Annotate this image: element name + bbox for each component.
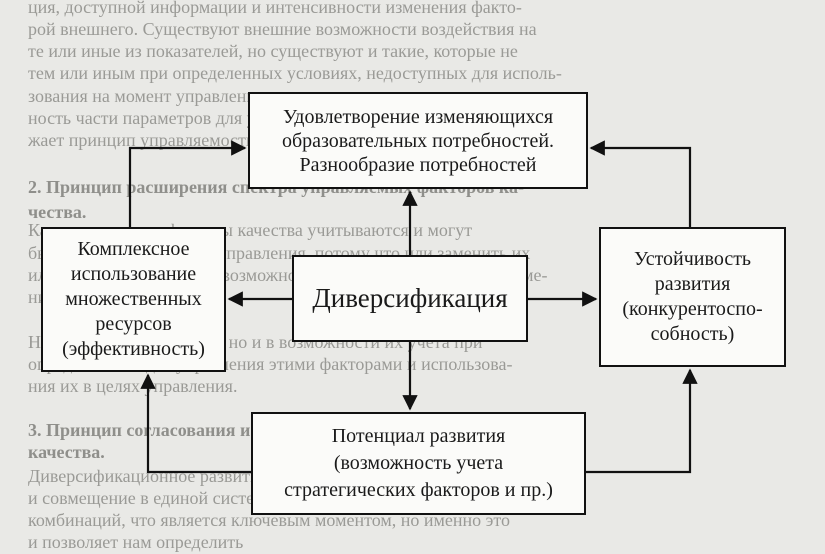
box-text-line: Потенциал развития bbox=[331, 425, 506, 447]
box-educational-needs: Удовлетворение изменяющихся образователь… bbox=[248, 92, 588, 189]
box-diversification: Диверсификация bbox=[292, 255, 528, 342]
box-resource-use: Комплексное использование множественных … bbox=[41, 227, 226, 372]
box-text-line: (возможность учета bbox=[333, 452, 504, 474]
box-text-line: развития bbox=[654, 273, 731, 295]
box-sustainability: Устойчивость развития (конкурентоспо- со… bbox=[599, 227, 786, 367]
box-text-line: ресурсов bbox=[95, 313, 172, 335]
box-text-line: собность) bbox=[650, 323, 735, 345]
box-text-line: (конкурентоспо- bbox=[622, 298, 763, 320]
box-text-line: Удовлетворение изменяющихся bbox=[282, 105, 554, 128]
arrow-bottom-to-right bbox=[586, 368, 698, 474]
box-text-line: Устойчивость bbox=[633, 248, 752, 270]
box-text-line: Диверсификация bbox=[312, 283, 508, 313]
arrow-bottom-to-left bbox=[140, 373, 251, 474]
box-text-line: стратегических факторов и пр.) bbox=[284, 479, 553, 501]
box-text-line: образовательных потребностей. bbox=[281, 129, 555, 152]
box-text-line: (эффективность) bbox=[62, 338, 205, 360]
box-text-line: Разнообразие потребностей bbox=[299, 153, 537, 176]
arrow-right-to-top bbox=[589, 140, 692, 227]
box-text-line: множественных bbox=[65, 288, 202, 310]
box-text-line: Комплексное bbox=[77, 238, 190, 260]
arrow-left-to-top bbox=[128, 140, 247, 227]
box-development-potential: Потенциал развития (возможность учета ст… bbox=[251, 412, 586, 515]
box-text-line: использование bbox=[70, 263, 197, 285]
